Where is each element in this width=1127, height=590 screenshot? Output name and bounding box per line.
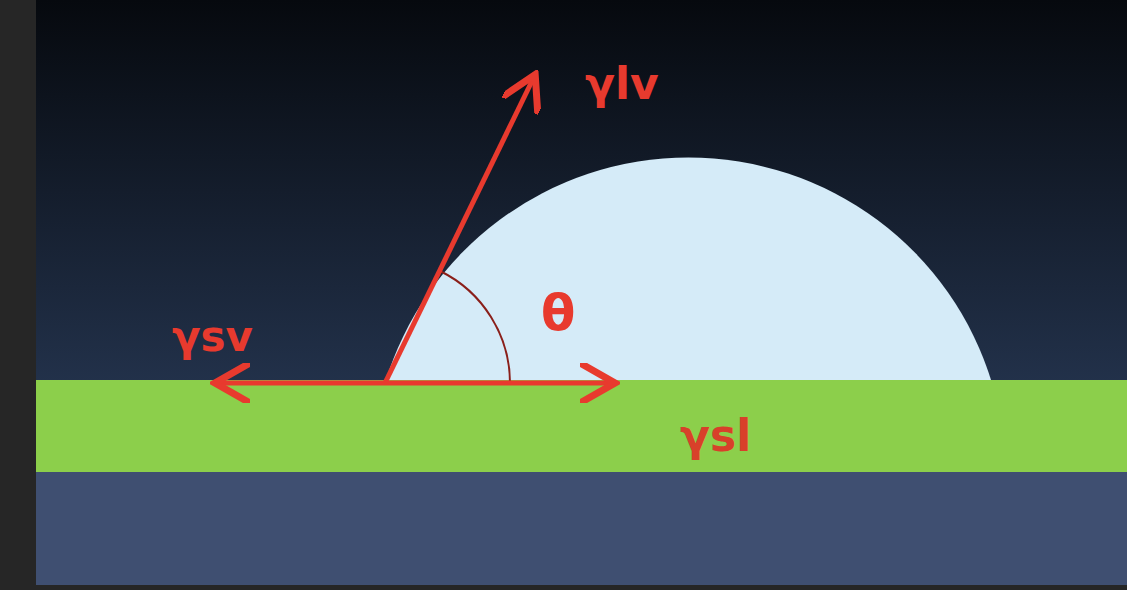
tension-symbol: γsv — [172, 316, 253, 358]
frame — [0, 0, 36, 590]
angle-arc — [440, 271, 510, 383]
tension-symbol: γlv — [585, 62, 659, 106]
angle-symbol: θ — [541, 288, 575, 338]
tension-symbol: γsl — [680, 414, 751, 458]
substrate-base — [36, 472, 1127, 585]
solid-surface — [36, 380, 1127, 472]
solid-vapour-tension-arrow — [220, 381, 385, 386]
liquid-vapour-tension-arrow — [385, 79, 533, 383]
background — [36, 0, 1127, 383]
solid-liquid-tension-arrow — [385, 381, 610, 386]
frame — [36, 585, 1127, 590]
